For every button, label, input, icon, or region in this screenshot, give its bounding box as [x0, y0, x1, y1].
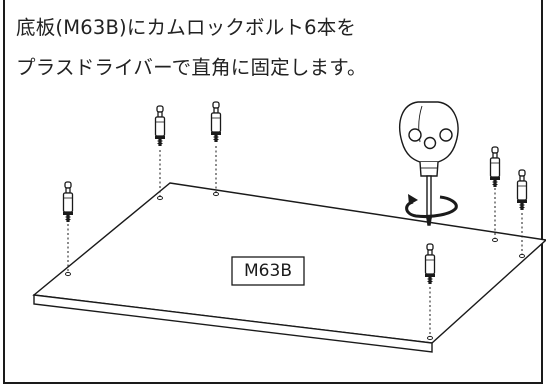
- screwdriver-icon: [399, 101, 459, 226]
- part-label: M63B: [244, 261, 292, 281]
- rotation-arrow-icon: [405, 194, 458, 218]
- cam-lock-bolt-icon: [489, 146, 501, 188]
- part-label-box: [231, 256, 305, 286]
- cam-lock-bolt-icon: [516, 169, 528, 211]
- instruction-text: 底板(M63B)にカムロックボルト6本を プラスドライバーで直角に固定します。: [16, 8, 526, 88]
- instruction-panel: [3, 0, 543, 384]
- cam-lock-bolt-icon: [154, 105, 166, 147]
- cam-lock-bolt-icon: [210, 101, 222, 143]
- guide-lines: [67, 146, 523, 336]
- instruction-line-2: プラスドライバーで直角に固定します。: [16, 56, 367, 79]
- cam-lock-bolt-icon: [62, 181, 74, 223]
- instruction-line-1: 底板(M63B)にカムロックボルト6本を: [16, 16, 357, 39]
- bolt-holes: [65, 191, 525, 341]
